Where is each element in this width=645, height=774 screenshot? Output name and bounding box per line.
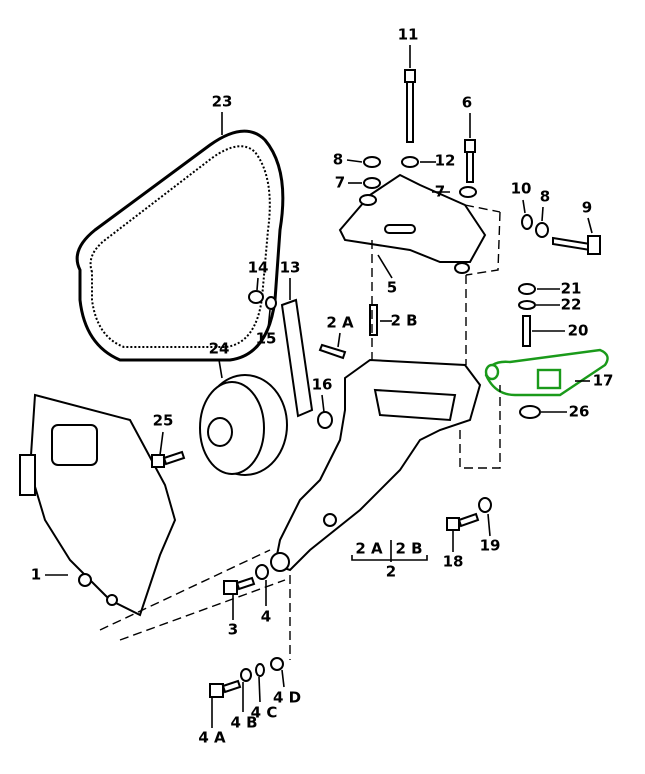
part-washer-22[interactable] (518, 300, 536, 310)
part-bolt-18[interactable] (446, 517, 460, 531)
assembly-lines (99, 204, 501, 660)
callout-12: 12 (434, 151, 456, 170)
callout-7: 7 (434, 182, 446, 201)
part-washer-15[interactable] (265, 296, 277, 310)
callout-17: 17 (592, 371, 614, 390)
callout-2b: 2 B (390, 311, 418, 330)
callout-21: 21 (560, 279, 582, 298)
callout-2: 2 (385, 562, 397, 581)
callout-19: 19 (479, 536, 501, 555)
callout-4: 4 (260, 607, 272, 626)
part-bolt-25[interactable] (151, 454, 165, 468)
part-bolt-6[interactable] (464, 139, 476, 153)
part-washer-7b[interactable] (459, 186, 477, 198)
part-bolt-4a[interactable] (209, 683, 224, 698)
part-stud-2b[interactable] (369, 304, 378, 336)
part-bracket-5[interactable] (338, 173, 487, 274)
part-washer-4[interactable] (255, 564, 269, 580)
callout-9: 9 (581, 198, 593, 217)
callout-2a: 2 A (355, 539, 383, 558)
part-nut-21[interactable] (518, 283, 536, 295)
part-pulley-24[interactable] (199, 374, 288, 476)
part-washer-19[interactable] (478, 497, 492, 513)
callout-4b: 4 B (230, 713, 258, 732)
callout-4a: 4 A (198, 728, 226, 747)
callout-8: 8 (332, 150, 344, 169)
callout-4d: 4 D (272, 688, 302, 707)
part-strap-13[interactable] (280, 298, 314, 418)
part-bolt-3[interactable] (223, 580, 238, 595)
callout-10: 10 (510, 179, 532, 198)
callout-3: 3 (227, 620, 239, 639)
callout-8: 8 (539, 187, 551, 206)
callout-6: 6 (461, 93, 473, 112)
callout-2a: 2 A (326, 313, 354, 332)
part-washer-4c[interactable] (255, 663, 265, 677)
part-stud-2a[interactable] (318, 343, 347, 360)
part-washer-7[interactable] (363, 177, 381, 189)
callout-16: 16 (311, 375, 333, 394)
part-nut-8[interactable] (363, 156, 381, 168)
callout-26: 26 (568, 402, 590, 421)
part-belt-23[interactable] (75, 129, 285, 362)
callout-25: 25 (152, 411, 174, 430)
callout-11: 11 (397, 25, 419, 44)
part-stud-20[interactable] (522, 315, 531, 347)
part-washer-12[interactable] (401, 156, 419, 168)
part-cover-1[interactable] (19, 393, 177, 617)
fasteners (151, 69, 601, 698)
part-bolt-9[interactable] (552, 236, 591, 252)
part-washer-10[interactable] (521, 214, 533, 230)
callout-14: 14 (247, 258, 269, 277)
callout-20: 20 (567, 321, 589, 340)
part-bracket-17[interactable] (484, 348, 609, 397)
callout-13: 13 (279, 258, 301, 277)
leader-lines (45, 45, 593, 728)
callout-18: 18 (442, 552, 464, 571)
callout-23: 23 (211, 92, 233, 111)
part-nut-14[interactable] (248, 290, 264, 304)
callout-7: 7 (334, 173, 346, 192)
part-nut-4d[interactable] (270, 657, 284, 671)
part-washer-4b[interactable] (240, 668, 252, 682)
callout-5: 5 (386, 278, 398, 297)
part-nut-8b[interactable] (535, 222, 549, 238)
part-nut-16[interactable] (317, 411, 333, 429)
callout-4c: 4 C (250, 703, 278, 722)
callout-22: 22 (560, 295, 582, 314)
part-nut-26[interactable] (519, 405, 541, 419)
callout-24: 24 (208, 339, 230, 358)
part-bracket-2[interactable] (270, 358, 482, 572)
callout-15: 15 (255, 329, 277, 348)
callout-2b: 2 B (395, 539, 423, 558)
part-bolt-11[interactable] (404, 69, 416, 83)
callout-1: 1 (30, 565, 42, 584)
